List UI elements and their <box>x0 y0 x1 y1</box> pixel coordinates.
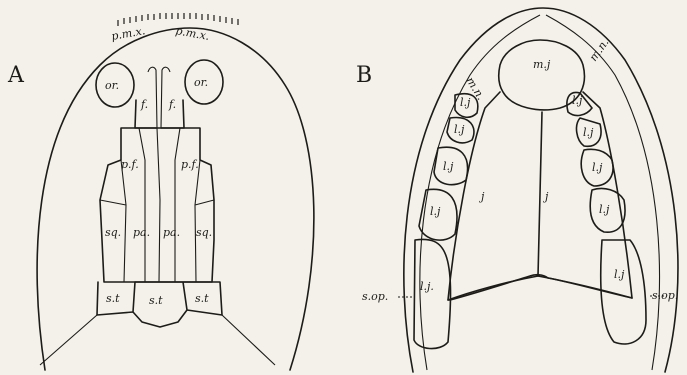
label-supratemporal-mid: s.t <box>149 294 163 307</box>
label-squamosal-left: sq. <box>105 226 121 239</box>
label-pmx-right: p.m.x. <box>174 24 210 43</box>
label-pmx-left: p.m.x. <box>110 24 146 43</box>
label-mj: m.j <box>533 58 551 71</box>
label-lj-left-4: l.j <box>430 205 441 218</box>
panel-b-labels: m.n. m.n. m.j l.j l.j l.j l.j l.j. l.j l… <box>362 36 678 303</box>
gular-posterior-margin <box>448 276 632 300</box>
panel-b-letter: B <box>356 63 372 88</box>
label-orbit-left: or. <box>105 79 119 92</box>
label-supratemporal-left: s.t <box>106 292 120 305</box>
label-lj-left-2: l.j <box>454 123 465 136</box>
lower-jaw-inner-left <box>420 15 540 370</box>
label-squamosal-right: sq. <box>196 226 212 239</box>
jugular-plates <box>448 92 632 300</box>
label-sop-left: s.op. <box>362 290 388 303</box>
panel-a: A p.m.x. p.m.x. or. or. f. f. p.f. <box>7 13 314 370</box>
label-jugular-left: j <box>478 190 485 203</box>
label-sop-right: s.op. <box>652 289 678 302</box>
label-supratemporal-right: s.t <box>195 292 209 305</box>
label-lj-left-3: l.j <box>443 160 454 173</box>
label-orbit-right: or. <box>194 76 208 89</box>
label-parietal-left: pa. <box>133 226 150 239</box>
skull-roof-sutures <box>100 128 214 282</box>
label-jugular-right: j <box>542 190 549 203</box>
panel-b: B m.n. m.n. m.j l.j l.j l.j l.j l.j. l.j <box>356 8 678 372</box>
left-nasal-curl <box>148 67 157 128</box>
label-lj-right-3: l.j <box>592 161 603 174</box>
label-parietal-right: pa. <box>163 226 180 239</box>
label-lj-right-1: l.j <box>572 94 583 107</box>
label-lj-left-1: l.j <box>460 96 471 109</box>
lower-jaw-inner-right <box>546 15 660 370</box>
label-lj-left-5: l.j. <box>420 280 434 293</box>
label-lj-right-2: l.j <box>583 126 594 139</box>
label-lj-right-4: l.j <box>599 203 610 216</box>
label-postfrontal-right: p.f. <box>181 158 199 171</box>
label-frontal-left: f. <box>140 98 148 111</box>
label-postfrontal-left: p.f. <box>121 158 139 171</box>
label-frontal-right: f. <box>168 98 176 111</box>
posterior-margins <box>40 315 275 365</box>
panel-a-letter: A <box>7 63 25 88</box>
label-lj-right-5: l.j <box>614 268 625 281</box>
